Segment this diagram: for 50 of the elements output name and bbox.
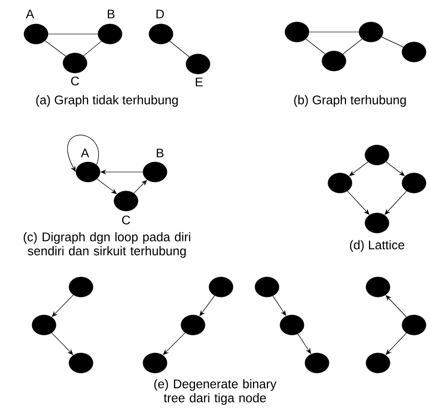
graph-vertex [62,52,88,74]
graph-vertex [364,212,390,234]
edge-line [306,38,326,54]
graph-vertex [304,352,330,374]
graph-vertex [366,276,390,298]
graph-vertex [68,276,94,298]
graph-vertex [284,22,310,42]
graph-vertex [114,190,138,212]
graph-vertex [402,314,426,336]
edge-line [342,38,362,54]
graph-vertex [148,24,174,44]
arrow [386,332,407,355]
caption: (b) Graph terhubung [294,95,406,107]
graph-vertex [280,314,304,336]
vertex-label: D [156,10,164,18]
graph-vertex [142,352,168,374]
graph-vertex [358,22,384,42]
graph-vertex [98,24,122,44]
graph-vertex [180,314,206,336]
caption: (a) Graph tidak terhubung [36,95,178,107]
graph-vertex [68,352,94,374]
vertex-label: A [80,148,90,158]
graph-vertex [366,352,390,374]
vertex-label: B [108,10,115,18]
caption: (c) Digraph dgn loop pada diri sendiri dan sirkuit terhubung [24,232,190,258]
caption: (d) Lattice [350,240,404,252]
loop-arrow [67,134,99,172]
vertex-label: E [196,78,203,86]
graph-vertex [254,276,280,298]
graph-vertex [402,42,426,62]
graph-vertex [24,24,48,44]
graph-vertex [32,314,56,336]
graph-vertex [142,162,168,182]
vertex-label: C [71,76,80,86]
arrow [386,295,407,318]
vertex-label: B [156,148,164,158]
edge-line [44,40,66,57]
graph-vertex [76,162,100,182]
edge-line [381,36,404,48]
graph-vertex [328,172,352,194]
edge-line [169,40,190,58]
graph-vertex [208,276,234,298]
graph-vertex [364,144,390,166]
graph-vertex [322,50,346,72]
edge-line [83,40,102,56]
vertex-label: A [26,10,34,18]
graph-vertex [402,172,426,194]
graph-vertex [186,54,210,74]
caption: (e) Degenerate binary tree dari tiga node [154,379,276,405]
vertex-label: C [122,216,130,224]
